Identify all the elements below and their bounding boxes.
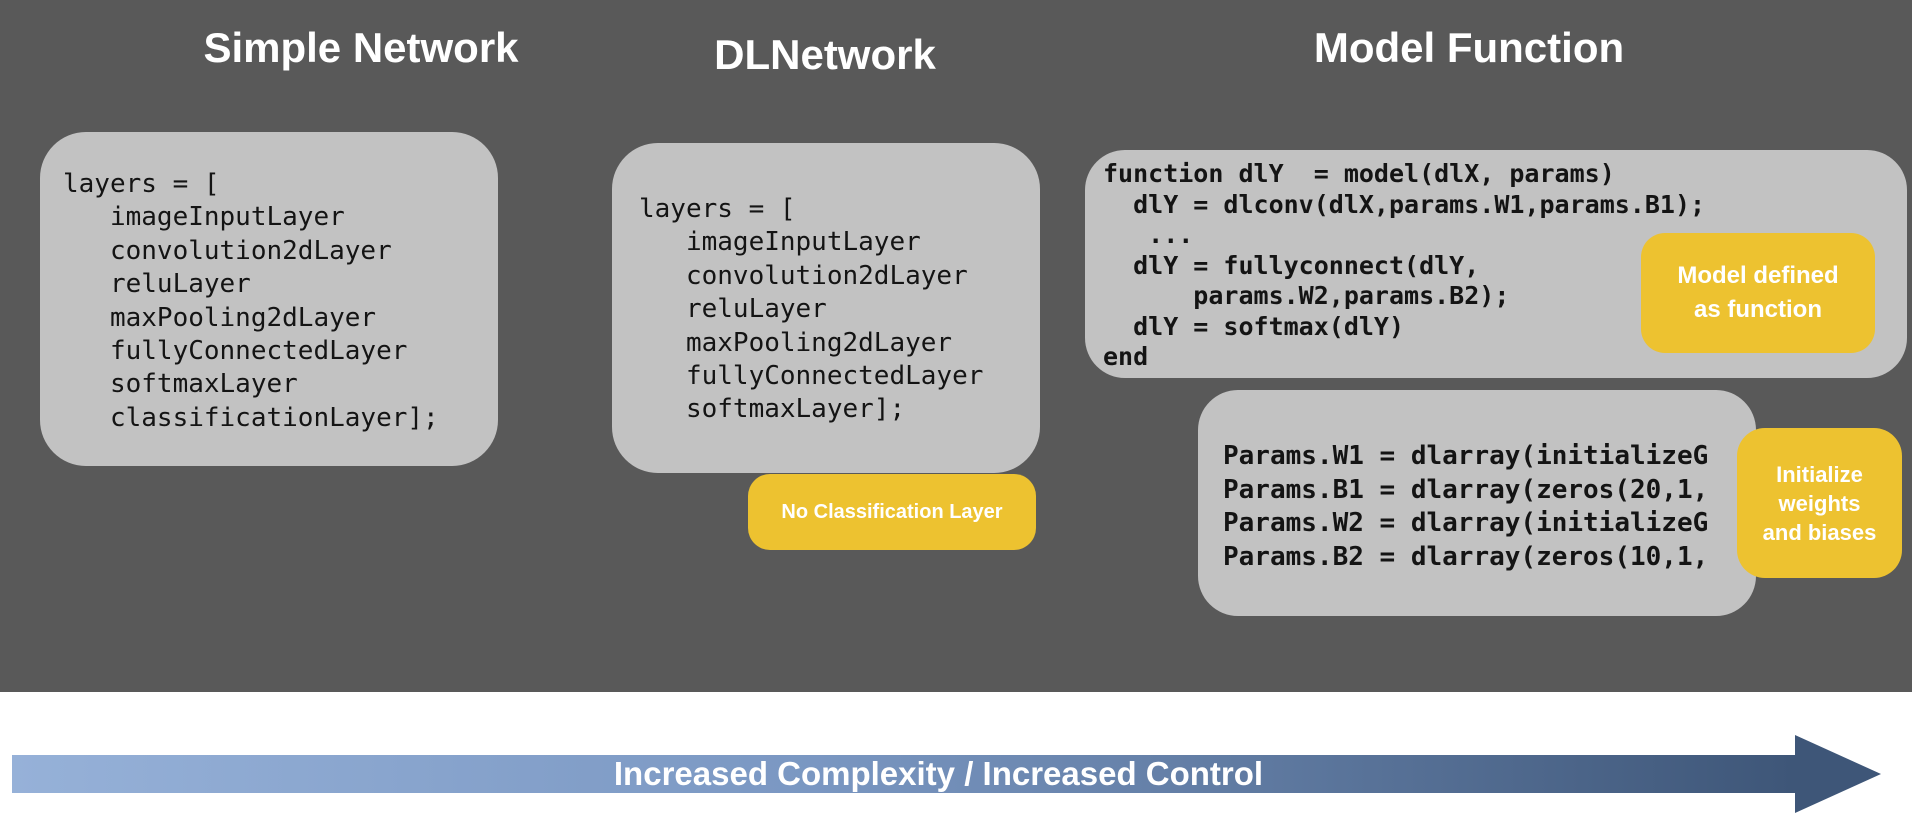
- column-title-model-function: Model Function: [1313, 24, 1625, 71]
- simple-network-code-card: layers = [ imageInputLayer convolution2d…: [40, 132, 498, 466]
- dark-panel: Simple Network DLNetwork Model Function …: [0, 0, 1912, 692]
- model-defined-as-function-callout: Model defined as function: [1641, 233, 1875, 353]
- init-params-code-card: Params.W1 = dlarray(initializeG Params.B…: [1198, 390, 1756, 616]
- complexity-arrow-label: Increased Complexity / Increased Control: [613, 755, 1264, 792]
- column-title-simple-network: Simple Network: [203, 24, 519, 71]
- column-title-dlnetwork: DLNetwork: [714, 31, 936, 78]
- complexity-arrow-bar: Increased Complexity / Increased Control: [12, 755, 1795, 793]
- no-classification-layer-callout: No Classification Layer: [748, 474, 1036, 550]
- initialize-weights-biases-callout: Initialize weights and biases: [1737, 428, 1902, 578]
- complexity-arrow-head-icon: [1795, 735, 1881, 813]
- dlnetwork-code-card: layers = [ imageInputLayer convolution2d…: [612, 143, 1040, 473]
